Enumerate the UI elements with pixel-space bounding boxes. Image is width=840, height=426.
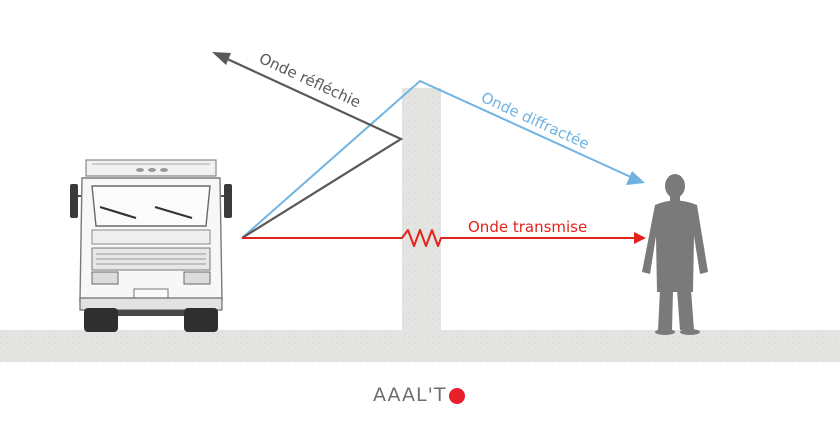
transmitted-wave: [242, 229, 646, 247]
logo-dot: [449, 387, 466, 404]
brand-logo: AAAL'T: [373, 382, 466, 408]
diffracted-arrowhead: [626, 171, 645, 185]
transmitted-arrowhead: [634, 232, 646, 244]
reflected-arrowhead: [212, 52, 231, 65]
diffracted-wave: [241, 79, 645, 239]
diffracted-wave-label: Onde diffractée: [478, 88, 592, 153]
transmitted-wave-label: Onde transmise: [468, 218, 587, 236]
ground: [0, 330, 840, 362]
truck-icon: [70, 159, 232, 332]
logo-text: AAAL'T: [373, 384, 447, 406]
reflected-wave: [212, 52, 404, 239]
person-icon: [642, 174, 708, 335]
noise-barrier-wall: [402, 88, 441, 333]
